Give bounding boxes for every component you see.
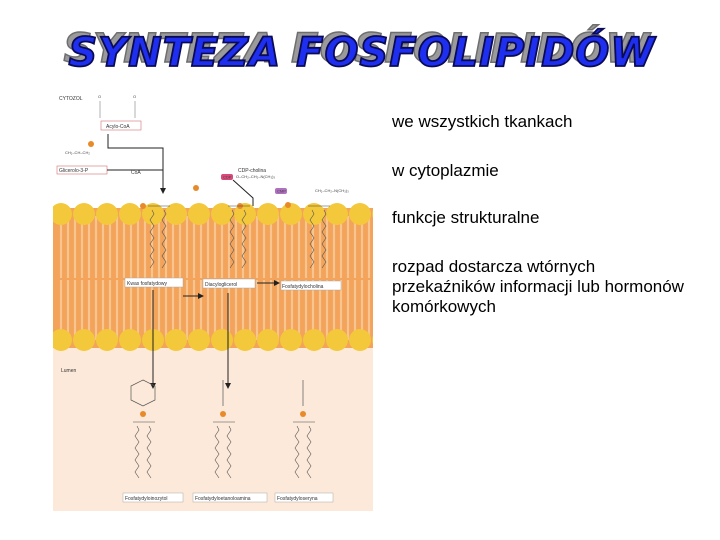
membrane-molecules <box>148 205 330 269</box>
lumen-region <box>53 348 373 511</box>
label-phosphatidate: Kwas fosfatydowy <box>127 281 168 287</box>
lipid-head <box>372 335 373 345</box>
label-phosphatidylethanolamine: Fosfatydyloetanoloamina <box>195 496 251 502</box>
acyl-chain-2: O <box>133 94 136 99</box>
arrow-cdp-choline <box>232 179 254 206</box>
membrane-region <box>53 208 373 348</box>
lipid-head <box>326 329 348 351</box>
page-title: SYNTEZA FOSFOLIPIDÓW <box>68 28 656 76</box>
fatty-acid-chain <box>226 425 232 479</box>
lipid-head <box>96 203 118 225</box>
fatty-acid-chain <box>146 425 152 479</box>
label-cdp: CDP <box>223 175 232 180</box>
fatty-acid-chain <box>229 209 235 269</box>
lipid-head <box>142 203 164 225</box>
phosphate-icon <box>300 411 306 417</box>
cdp-badge <box>221 174 233 180</box>
lipid-head <box>303 329 325 351</box>
lipid-head <box>119 329 141 351</box>
lipid-head <box>73 329 95 351</box>
lipid-head <box>119 203 141 225</box>
inositol-ring <box>130 379 156 407</box>
fatty-acid-chain <box>161 209 167 269</box>
ps-box <box>274 492 334 503</box>
lipid-head <box>53 329 72 351</box>
cmp-badge <box>275 188 287 194</box>
lipid-head <box>165 329 187 351</box>
lipid-head <box>211 329 233 351</box>
label-acyl-coa: Acylo-CoA <box>106 124 130 130</box>
diacylglycerol-box <box>202 278 256 289</box>
lumen-molecules <box>130 379 315 479</box>
page-title-graphic: SYNTEZA FOSFOLIPIDÓW SYNTEZA FOSFOLIPIDÓ… <box>63 23 657 77</box>
note-function: funkcje strukturalne <box>392 208 540 227</box>
acyl-chain-1: O <box>98 94 101 99</box>
fatty-acid-chain <box>149 209 155 269</box>
phosphate-icon <box>193 185 199 191</box>
phospholipid-synthesis-diagram: CYTOZOL O O Acylo-CoA CH₂–CH–CH₂ Glicero… <box>53 88 373 511</box>
choline-product-structure: CH₂–CH₂–N(CH₃)₃ <box>315 188 349 193</box>
phosphate-icon <box>285 202 291 208</box>
cytosol-region <box>53 88 373 208</box>
choline-structure: O–CH₂–CH₂–N(CH₃)₃ <box>236 174 275 179</box>
lipid-head <box>188 203 210 225</box>
lipid-head <box>165 203 187 225</box>
label-cmp: CMP <box>277 189 286 194</box>
note-tissues: we wszystkich tkankach <box>392 112 573 131</box>
note-messengers: rozpad dostarcza wtórnych przekaźników i… <box>392 257 684 316</box>
lipid-head <box>234 329 256 351</box>
label-glycerol-p: Glicerolo-3-P <box>59 168 89 174</box>
diagram-svg: CYTOZOL O O Acylo-CoA CH₂–CH–CH₂ Glicero… <box>53 88 373 511</box>
lipid-head <box>188 329 210 351</box>
lipid-head <box>73 203 95 225</box>
fatty-acid-chain <box>294 425 300 479</box>
glycerol-structure: CH₂–CH–CH₂ <box>65 150 90 155</box>
page-title-shadow: SYNTEZA FOSFOLIPIDÓW <box>63 24 651 72</box>
pe-box <box>192 492 268 503</box>
fatty-acid-chain <box>306 425 312 479</box>
phosphate-icon <box>88 141 94 147</box>
label-lumen: Lumen <box>61 368 77 374</box>
fatty-acid-chain <box>134 425 140 479</box>
lipid-head <box>326 203 348 225</box>
label-cdp-choline: CDP-cholina <box>238 168 266 174</box>
fatty-acid-chain <box>241 209 247 269</box>
fatty-acid-chain <box>309 209 315 269</box>
lipid-head <box>211 203 233 225</box>
fatty-acid-chain <box>214 425 220 479</box>
label-cytosol: CYTOZOL <box>59 96 83 102</box>
lipid-head <box>372 209 373 219</box>
phosphatidylcholine-box <box>280 280 342 291</box>
lipid-head <box>53 203 72 225</box>
phosphate-icon <box>140 411 146 417</box>
lipid-head <box>349 329 371 351</box>
phosphate-icon <box>220 411 226 417</box>
label-phosphatidylcholine: Fosfatydylocholina <box>282 284 324 290</box>
page-title-container: SYNTEZA FOSFOLIPIDÓW SYNTEZA FOSFOLIPIDÓ… <box>0 18 720 78</box>
phosphate-icon <box>140 203 146 209</box>
label-coa: CoA <box>131 170 141 176</box>
fatty-acid-chain <box>321 209 327 269</box>
lipid-head <box>280 203 302 225</box>
lipid-head <box>96 329 118 351</box>
lipid-heads-bottom <box>53 329 373 351</box>
label-phosphatidylinositol: Fosfatydyloinozytol <box>125 496 168 502</box>
phosphatidate-box <box>124 277 184 288</box>
lipid-heads-top <box>53 203 373 225</box>
acyl-coa-box <box>100 120 142 131</box>
pi-box <box>122 492 184 503</box>
lipid-head <box>349 203 371 225</box>
label-diacylglycerol: Diacyloglicerol <box>205 282 237 288</box>
lipid-head <box>257 329 279 351</box>
note-location: w cytoplazmie <box>392 161 499 180</box>
label-phosphatidylserine: Fosfatydyloseryna <box>277 496 318 502</box>
lipid-head <box>280 329 302 351</box>
lipid-head <box>257 203 279 225</box>
